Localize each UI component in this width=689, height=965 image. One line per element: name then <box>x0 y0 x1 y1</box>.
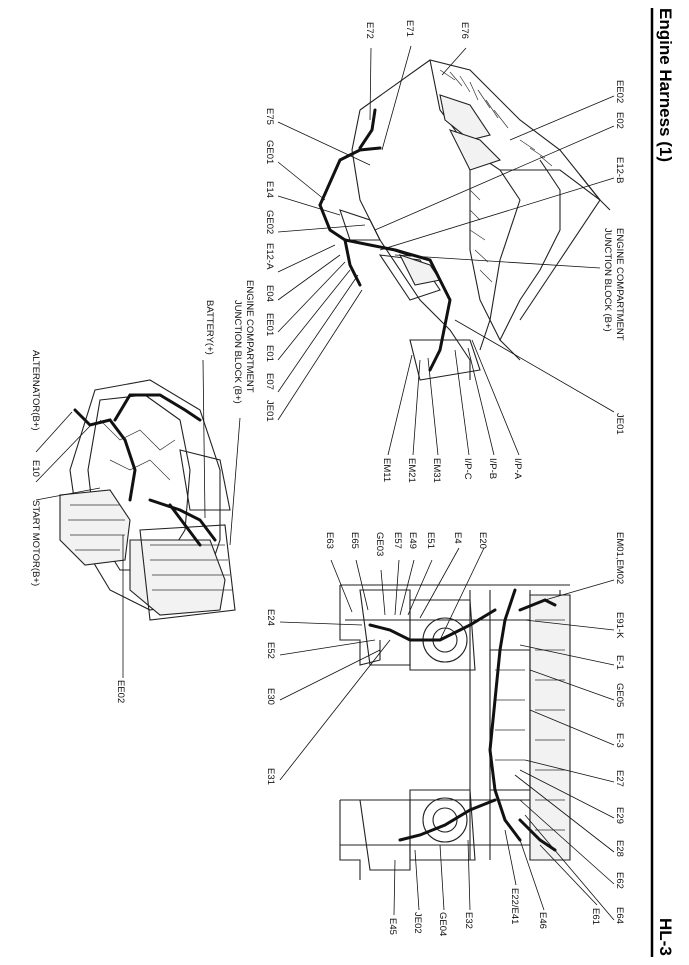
label-GE01: GE01 <box>264 140 275 164</box>
label-E45: E45 <box>387 918 398 935</box>
label-E46: E46 <box>537 912 548 929</box>
label-EE01: EE01 <box>264 313 275 336</box>
engine-assembly-drawing <box>59 379 236 621</box>
label-E12-A: E12-A <box>264 243 275 270</box>
label-E64: E64 <box>614 907 625 924</box>
label-E49: E49 <box>407 532 418 549</box>
label-E14: E14 <box>264 181 275 198</box>
label-E63: E63 <box>324 532 335 549</box>
label-E20: E20 <box>477 532 488 549</box>
label-IP-A: I/P-A <box>512 458 523 480</box>
label-EM11: EM11 <box>381 458 392 482</box>
label-E51: E51 <box>425 532 436 549</box>
jb-lower-line2: JUNCTION BLOCK (B+) <box>232 300 243 404</box>
label-GE04: GE04 <box>437 912 448 936</box>
label-IP-B: I/P-B <box>487 458 498 479</box>
label-E07: E07 <box>264 373 275 390</box>
label-E72: E72 <box>364 22 375 39</box>
label-E12-B: E12-B <box>614 157 625 183</box>
upper-labels: E72 E71 E76 EE02 E02 E12-B ENGINE COMPAR… <box>264 20 625 483</box>
label-EE02-top: EE02 <box>614 80 625 103</box>
label-EM01-EM02: EM01,EM02 <box>614 532 625 584</box>
label-EE02-engine: EE02 <box>115 680 126 703</box>
label-E-3: E-3 <box>614 733 625 748</box>
label-JE01-right: JE01 <box>614 413 625 435</box>
label-E76: E76 <box>459 22 470 39</box>
label-E32: E32 <box>463 912 474 929</box>
label-E01: E01 <box>264 345 275 362</box>
label-JE01-left: JE01 <box>264 400 275 422</box>
label-battery: BATTERY(+) <box>204 300 215 355</box>
jb-upper-line1: ENGINE COMPARTMENT <box>614 228 625 341</box>
label-E-1: E-1 <box>614 655 625 670</box>
engine-labels: ENGINE COMPARTMENT JUNCTION BLOCK (B+) B… <box>30 280 255 703</box>
label-JE02: JE02 <box>412 912 423 934</box>
label-EM31: EM31 <box>431 458 442 483</box>
label-E91-K: E91-K <box>614 612 625 639</box>
label-E31: E31 <box>265 768 276 785</box>
lower-vehicle-drawing <box>339 584 571 880</box>
label-E30: E30 <box>265 688 276 705</box>
label-E52: E52 <box>265 642 276 659</box>
label-EM21: EM21 <box>406 458 417 483</box>
label-E62: E62 <box>614 872 625 889</box>
label-GE05: GE05 <box>614 683 625 707</box>
label-E04: E04 <box>264 285 275 302</box>
label-alternator: ALTERNATOR(B+) <box>30 350 41 431</box>
jb-lower-line1: ENGINE COMPARTMENT <box>244 280 255 393</box>
upper-vehicle-drawing <box>318 59 611 381</box>
label-E27: E27 <box>614 770 625 787</box>
page-number: HL-3 <box>656 918 675 956</box>
label-GE02: GE02 <box>264 210 275 234</box>
jb-upper-line2: JUNCTION BLOCK (B+) <box>602 228 613 332</box>
label-E57: E57 <box>392 532 403 549</box>
label-E24: E24 <box>265 609 276 626</box>
label-IP-C: I/P-C <box>462 458 473 480</box>
label-E61: E61 <box>590 908 601 925</box>
page-title: Engine Harness (1) <box>656 8 675 162</box>
label-E02: E02 <box>614 112 625 129</box>
label-E29: E29 <box>614 807 625 824</box>
label-E65: E65 <box>349 532 360 549</box>
label-E71: E71 <box>404 20 415 37</box>
label-E10: E10 <box>30 460 41 477</box>
label-E22-E41: E22/E41 <box>509 888 520 924</box>
label-E28: E28 <box>614 840 625 857</box>
label-E75: E75 <box>264 108 275 125</box>
label-GE03: GE03 <box>374 532 385 556</box>
page-header: Engine Harness (1) HL-3 <box>650 8 675 957</box>
label-start-motor: START MOTOR(B+) <box>30 500 41 586</box>
label-E4: E4 <box>452 532 463 544</box>
lower-labels: E63 E65 GE03 E57 E49 E51 E4 E20 EM01,EM0… <box>265 532 625 936</box>
